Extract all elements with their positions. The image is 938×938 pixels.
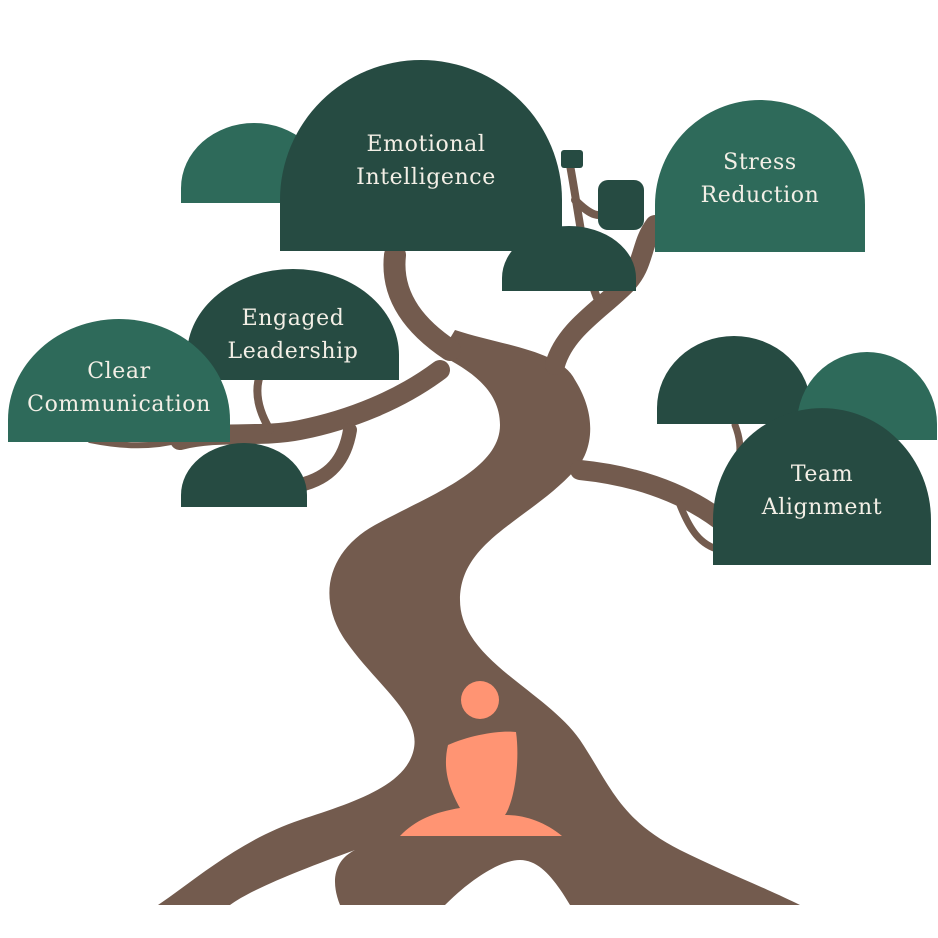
team-alignment-line1: Team bbox=[791, 458, 853, 491]
branch-right bbox=[580, 470, 720, 520]
label-clear-communication: Clear Communication bbox=[8, 355, 230, 421]
stress-reduction-line2: Reduction bbox=[701, 179, 820, 212]
tree-trunk bbox=[90, 165, 800, 905]
leaf-right-back-dark bbox=[657, 336, 811, 424]
leaf-small-lower-left bbox=[181, 443, 307, 507]
leaf-tiny-dot bbox=[561, 150, 583, 168]
leaf-tiny-square bbox=[598, 180, 644, 230]
clear-communication-line1: Clear bbox=[87, 355, 151, 388]
emotional-intelligence-line2: Intelligence bbox=[356, 161, 496, 194]
label-stress-reduction: Stress Reduction bbox=[655, 146, 865, 212]
engaged-leadership-line1: Engaged bbox=[242, 302, 345, 335]
engaged-leadership-line2: Leadership bbox=[228, 335, 359, 368]
branch-upper-left bbox=[394, 255, 450, 350]
label-emotional-intelligence: Emotional Intelligence bbox=[290, 128, 562, 194]
team-alignment-line2: Alignment bbox=[762, 491, 883, 524]
stress-reduction-line1: Stress bbox=[723, 146, 797, 179]
figure-head bbox=[461, 681, 499, 719]
label-team-alignment: Team Alignment bbox=[713, 458, 931, 524]
emotional-intelligence-line1: Emotional bbox=[366, 128, 485, 161]
clear-communication-line2: Communication bbox=[27, 388, 211, 421]
